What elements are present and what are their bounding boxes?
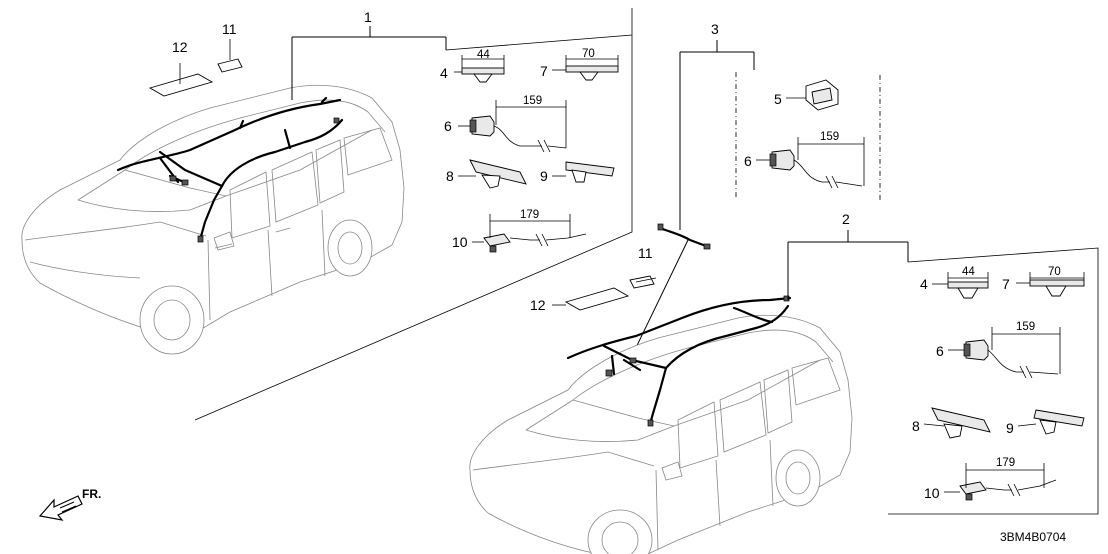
- connector-part-6-right: [963, 327, 1061, 379]
- clip-part-9-right: [1033, 409, 1085, 435]
- dim-44-left: 44: [477, 49, 490, 61]
- label-8-right: 8: [912, 418, 920, 434]
- clip-part-10-right: [959, 463, 1057, 501]
- pad-part-11-left: [217, 58, 243, 73]
- leader-3: [679, 51, 755, 230]
- label-8-left: 8: [446, 168, 454, 184]
- label-4-right: 4: [920, 276, 928, 292]
- connector-part-6-left: [469, 100, 567, 153]
- clip-part-4-right: [947, 272, 989, 299]
- label-11-mid: 11: [638, 245, 653, 261]
- label-12-left: 12: [172, 39, 188, 55]
- dim-159-mid: 159: [820, 131, 839, 143]
- group-box-mid: [735, 72, 881, 200]
- leader-3-to-car: [629, 239, 689, 361]
- diagram-code: 3BM4B0704: [1000, 530, 1066, 544]
- dim-44-right: 44: [962, 266, 975, 278]
- label-10-right: 10: [924, 485, 940, 501]
- dim-159-right: 159: [1016, 321, 1035, 333]
- lamp-part-5: [805, 79, 839, 111]
- clip-part-10-left: [483, 214, 587, 253]
- dim-70-right: 70: [1048, 266, 1061, 278]
- label-9-right: 9: [1006, 420, 1014, 436]
- group-box-left: [194, 8, 633, 421]
- callout-2: 2: [842, 211, 850, 227]
- label-7-left: 7: [540, 63, 548, 79]
- leader-1: [291, 36, 447, 100]
- pad-part-11-mid: [629, 275, 655, 289]
- label-6-left: 6: [444, 118, 452, 134]
- label-12-mid: 12: [530, 297, 546, 313]
- clip-part-8-left: [469, 159, 527, 189]
- pad-part-12-mid: [564, 287, 630, 311]
- connector-part-6-mid: [769, 137, 865, 189]
- front-label: FR.: [82, 487, 101, 501]
- label-6-mid: 6: [744, 153, 752, 169]
- dim-159-left: 159: [523, 95, 542, 107]
- vehicle-right: [469, 295, 853, 554]
- front-direction-arrow: FR.: [38, 487, 101, 521]
- dim-70-left: 70: [582, 48, 595, 60]
- clip-part-7-left: [565, 55, 619, 81]
- group-box-right: [888, 247, 1099, 515]
- label-7-right: 7: [1002, 276, 1010, 292]
- dim-179-right: 179: [996, 457, 1015, 469]
- clip-part-8-right: [931, 407, 991, 439]
- label-9-left: 9: [540, 168, 548, 184]
- label-4-left: 4: [440, 65, 448, 81]
- label-leaders: [179, 39, 1037, 493]
- label-6-right: 6: [936, 343, 944, 359]
- vehicle-left: [21, 84, 405, 355]
- label-11-left: 11: [222, 21, 237, 37]
- label-10-left: 10: [452, 234, 468, 250]
- callout-1: 1: [364, 9, 372, 25]
- clip-part-4-left: [461, 55, 505, 83]
- harness-part-3: [658, 226, 708, 248]
- pad-part-12-left: [148, 73, 214, 97]
- dim-179-left: 179: [520, 209, 539, 221]
- callout-3: 3: [711, 21, 719, 37]
- clip-part-9-left: [565, 161, 615, 183]
- leader-2: [787, 241, 909, 300]
- label-5-mid: 5: [774, 91, 782, 107]
